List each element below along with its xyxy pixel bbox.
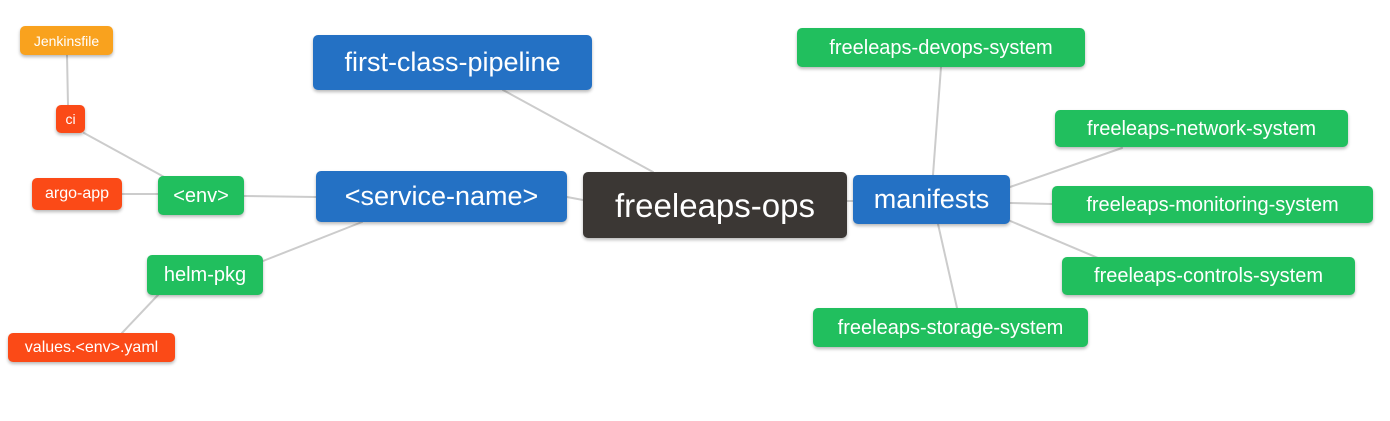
- node-freeleaps-network-system[interactable]: freeleaps-network-system: [1055, 110, 1348, 147]
- edge-servicename-helmpkg: [262, 221, 363, 262]
- node-env[interactable]: <env>: [158, 176, 244, 215]
- edge-env-servicename: [243, 195, 317, 198]
- edge-manifests-controls: [1007, 219, 1099, 259]
- node-jenkinsfile[interactable]: Jenkinsfile: [20, 26, 113, 55]
- node-freeleaps-monitoring-system[interactable]: freeleaps-monitoring-system: [1052, 186, 1373, 223]
- edge-helmpkg-values: [121, 294, 159, 334]
- edge-ci-env: [83, 132, 167, 179]
- edge-pipeline-freeleapsops: [502, 89, 654, 173]
- edge-manifests-monitoring: [1009, 202, 1053, 205]
- node-freeleaps-controls-system[interactable]: freeleaps-controls-system: [1062, 257, 1355, 295]
- node-freeleaps-storage-system[interactable]: freeleaps-storage-system: [813, 308, 1088, 347]
- node-first-class-pipeline[interactable]: first-class-pipeline: [313, 35, 592, 90]
- edge-manifests-network: [1009, 147, 1123, 188]
- edge-jenkinsfile-ci: [66, 54, 69, 106]
- edge-manifests-devops: [932, 66, 942, 176]
- node-ci[interactable]: ci: [56, 105, 85, 133]
- node-values-env-yaml[interactable]: values.<env>.yaml: [8, 333, 175, 362]
- edge-manifests-storage: [937, 223, 958, 309]
- node-service-name[interactable]: <service-name>: [316, 171, 567, 222]
- node-argo-app[interactable]: argo-app: [32, 178, 122, 210]
- node-freeleaps-ops[interactable]: freeleaps-ops: [583, 172, 847, 238]
- node-manifests[interactable]: manifests: [853, 175, 1010, 224]
- node-freeleaps-devops-system[interactable]: freeleaps-devops-system: [797, 28, 1085, 67]
- edge-servicename-freeleapsops: [566, 196, 584, 201]
- node-helm-pkg[interactable]: helm-pkg: [147, 255, 263, 295]
